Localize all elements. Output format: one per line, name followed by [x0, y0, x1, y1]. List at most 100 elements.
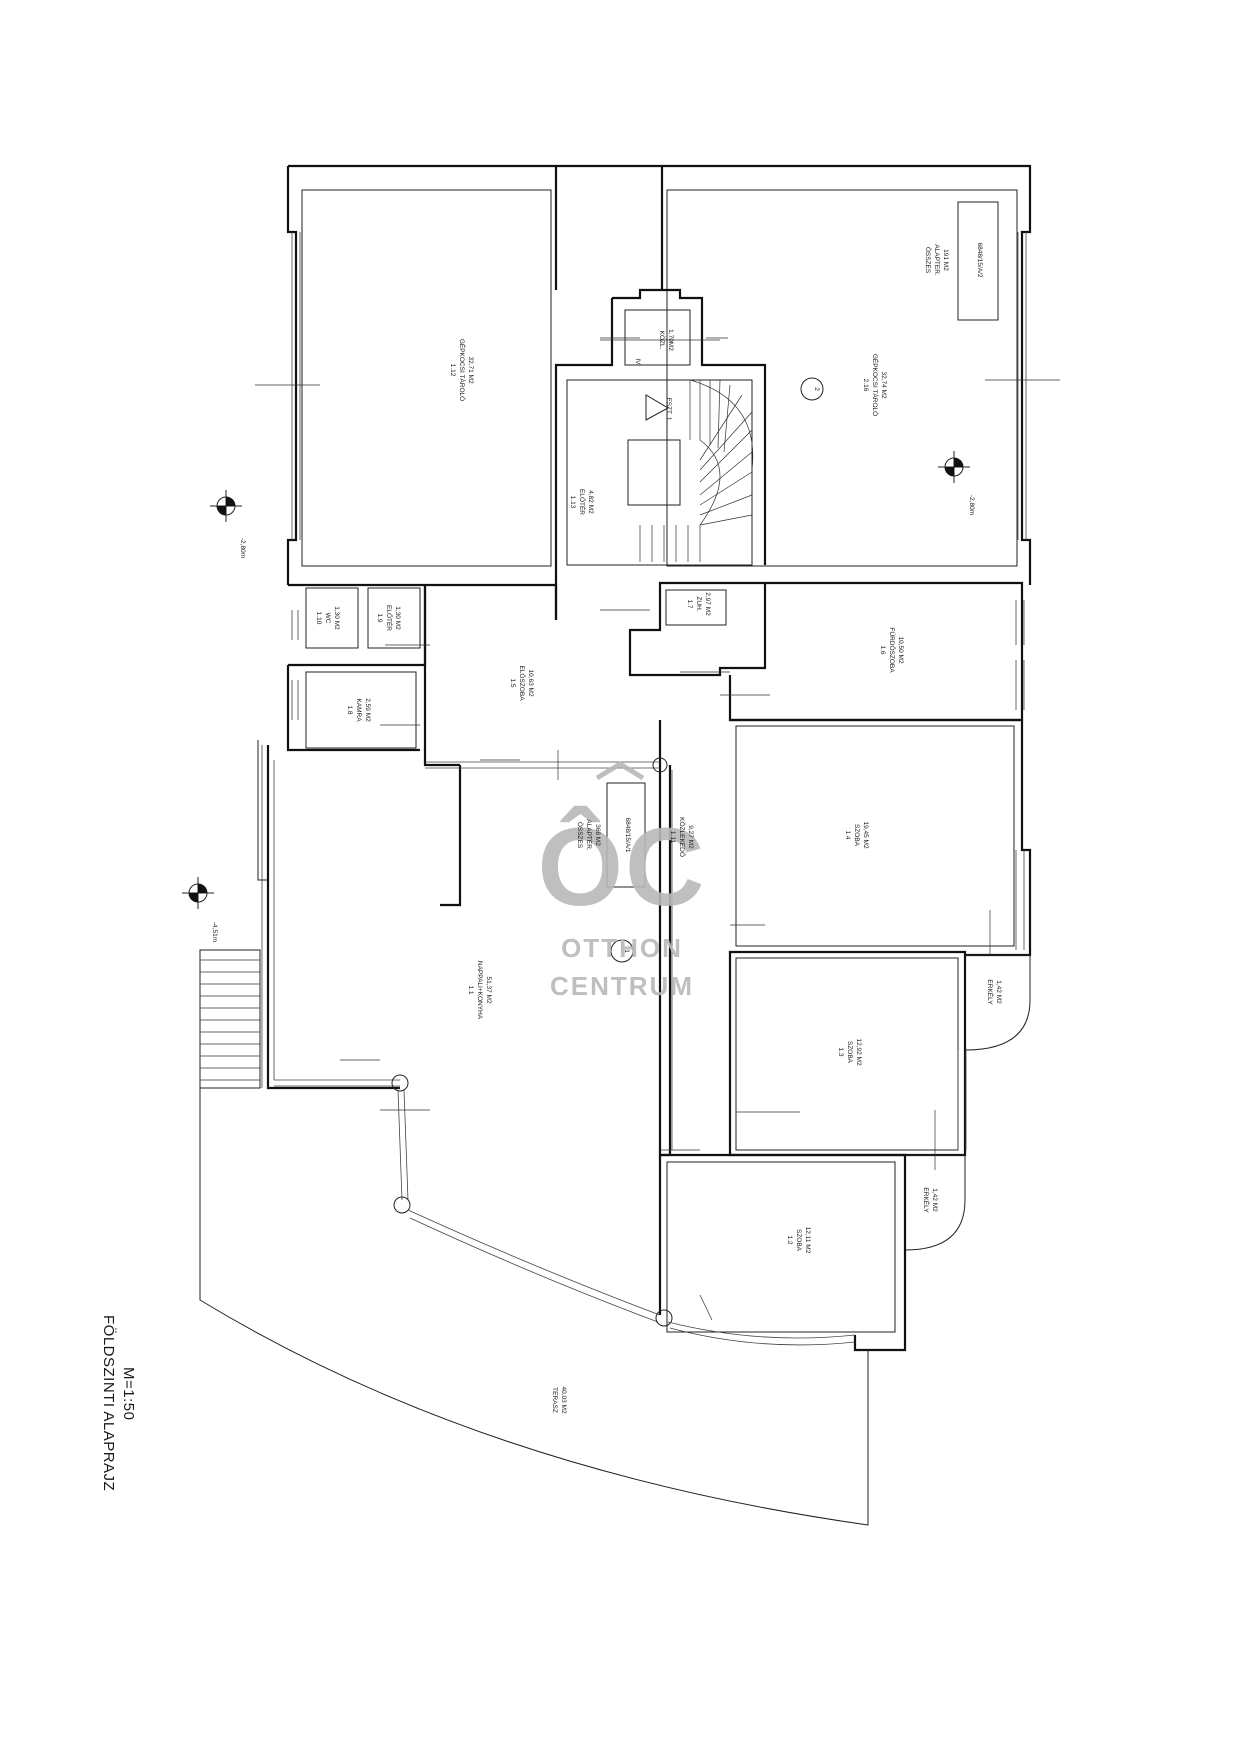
stair-label-iv: IV.: [634, 358, 641, 366]
level-label-2: -2,80m: [968, 495, 975, 515]
room-label-13-line: NAPPALI+KONYHA: [476, 961, 483, 1020]
stair-label-fszt-line: FSZT. 1.: [665, 398, 672, 423]
room-label-2-line: 32,74 M2: [880, 371, 887, 398]
summary-text-1-line: 191 M2: [942, 249, 949, 271]
room-label-4-line: ELŐTÉR: [578, 489, 587, 515]
watermark-line1: OTTHON: [561, 933, 683, 963]
watermark-logo-icon: [595, 761, 645, 781]
room-label-6-line: ELŐTÉR: [385, 605, 394, 631]
level-label-1: -2,80m: [239, 538, 246, 558]
room-label-16-line: ERKÉLY: [922, 1187, 931, 1213]
section-marks: [255, 337, 1060, 1321]
level-label-1-line: -2,80m: [239, 538, 246, 558]
room-label-11-line: SZOBA: [853, 824, 860, 847]
external-stair: [199, 949, 261, 1089]
room-label-9-line: 1.7: [686, 599, 693, 608]
summary-text-1-line: ÖSSZES: [924, 247, 932, 274]
room-label-15-line: 12,92 M2: [855, 1038, 862, 1065]
level-marker-1: [210, 490, 242, 522]
summary-box-a2: [957, 201, 999, 321]
room-label-3-line: KÖZL.: [658, 331, 666, 350]
room-label-7-line: 1.8: [346, 705, 353, 714]
room-label-3-line: 1,70M2: [667, 329, 674, 351]
marker-number-1-line: 1: [623, 949, 630, 953]
room-label-13-line: 51,37 M2: [485, 976, 492, 1003]
room-label-8-line: 10,63 M2: [527, 669, 534, 696]
level-label-2-line: -2,80m: [968, 495, 975, 515]
room-label-18-line: 40,03 M2: [560, 1386, 567, 1413]
room-label-6-line: 1,30 M2: [394, 606, 401, 630]
room-label-11-line: 19,45 M2: [862, 821, 869, 848]
stair-label-iv-line: IV.: [634, 358, 641, 366]
stair-label-fszt: FSZT. 1.: [665, 398, 672, 423]
room-label-12-line: KÖZLEKEDŐ: [678, 817, 687, 857]
title-block: FÖLDSZINTI ALAPRAJZ M=1:50: [100, 1315, 137, 1491]
room-label-14-line: ERKÉLY: [986, 979, 995, 1005]
summary-code-1: 6848/15/A/2: [976, 242, 983, 277]
room-label-1-line: 32,71 M2: [467, 356, 474, 383]
summary-code-2: 6848/15/A/1: [624, 817, 631, 852]
level-marker-2: [938, 451, 970, 483]
room-label-5-line: 1.10: [315, 612, 322, 625]
plan-title: FÖLDSZINTI ALAPRAJZ: [100, 1315, 118, 1491]
marker-circle-2: [800, 377, 824, 401]
right-rooms: [728, 718, 1032, 1251]
misc-labels: -2,80m -2,80m -4,51m IV. FSZT. 1. 2 1: [211, 358, 975, 953]
room-label-8-line: ELŐSZOBA: [518, 665, 527, 701]
room-label-12-line: 1.11: [669, 831, 676, 844]
room-label-1-line: GÉPKOCSI TÁROLÓ: [458, 339, 467, 401]
room-label-4-line: 4,82 M2: [587, 490, 594, 514]
room-label-2-line: GÉPKOCSI TÁROLÓ: [871, 354, 880, 416]
room-label-17-line: 12,11 M2: [804, 1227, 811, 1254]
stair-treads: [639, 379, 754, 562]
room-label-16-line: 1,42 M2: [931, 1188, 938, 1212]
marker-number-2-line: 2: [813, 387, 820, 391]
room-label-13-line: 1.1: [467, 985, 474, 994]
room-label-7-line: 2,59 M2: [364, 698, 371, 722]
room-label-12-line: 9,27 M2: [687, 825, 694, 849]
summary-text-2-line: ÖSSZES: [576, 822, 584, 849]
room-label-15-line: SZOBA: [846, 1041, 853, 1064]
watermark-line2: CENTRUM: [550, 971, 694, 1001]
room-label-14-line: 1,42 M2: [995, 980, 1002, 1004]
summary-text-2-line: ALAPTER.: [585, 819, 592, 851]
room-label-15-line: 1.3: [837, 1047, 844, 1056]
room-label-5-line: WC: [324, 613, 331, 624]
summary-text-2-line: 366 M2: [594, 824, 601, 846]
summary-code-2-line: 6848/15/A/1: [624, 817, 631, 852]
room-label-10-line: FÜRDŐSZOBA: [888, 627, 897, 673]
outer-walls: [286, 164, 1032, 585]
room-label-1-line: 1.12: [449, 364, 456, 377]
room-label-7-line: KAMRA: [355, 698, 362, 722]
level-label-3: -4,51m: [211, 922, 218, 942]
watermark-logo: ÔC: [538, 806, 707, 929]
room-label-2-line: 2.16: [862, 379, 869, 392]
room-label-8-line: 1.5: [509, 678, 516, 687]
room-label-3: KÖZL.1,70M2: [658, 329, 674, 351]
level-marker-3: [182, 877, 214, 909]
room-label-18-line: TERASZ: [551, 1387, 558, 1413]
room-label-9-line: 2,97 M2: [704, 592, 711, 616]
watermark: ÔC OTTHON CENTRUM: [538, 761, 707, 1001]
summary-text-1-line: ALAPTER.: [933, 244, 940, 276]
room-label-17-line: 1.2: [786, 1235, 793, 1244]
